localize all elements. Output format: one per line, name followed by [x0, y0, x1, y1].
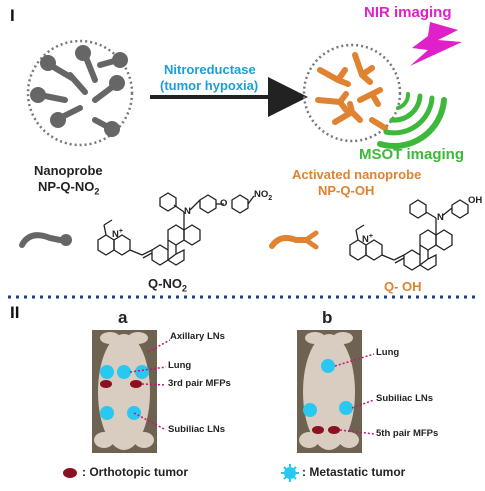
- leader-lines-a: [129, 339, 171, 431]
- label-subiliac-lns-b: Subiliac LNs: [376, 393, 434, 404]
- o-atom-left: O: [220, 198, 228, 209]
- metastatic-legend-icon: [281, 464, 299, 482]
- nplus-atom-left-text: N: [112, 229, 119, 241]
- nanoprobe-name-text: NP-Q-NO: [38, 179, 95, 194]
- panel-a-letter: a: [118, 308, 128, 327]
- nanoprobe-title: Nanoprobe: [34, 163, 103, 178]
- q-oh-structure: [349, 199, 469, 271]
- panel-b-letter: b: [322, 308, 333, 327]
- q-oh-label: Q- OH: [384, 279, 422, 294]
- activated-name: NP-Q-OH: [318, 183, 375, 198]
- orthotopic-marker: [328, 426, 340, 434]
- legend-metastatic: : Metastatic tumor: [302, 465, 406, 479]
- activated-title: Activated nanoprobe: [292, 167, 422, 182]
- orthotopic-marker: [312, 426, 324, 434]
- label-lung-a: Lung: [168, 360, 192, 371]
- legend-orthotopic: : Orthotopic tumor: [82, 465, 188, 479]
- no2-atom-label: NO2: [254, 189, 272, 202]
- nir-lightning-icon: [410, 22, 462, 66]
- metastasis-marker: [339, 401, 353, 415]
- nplus-atom-right-text: N: [362, 234, 369, 246]
- nplus-atom-left: N+: [112, 228, 123, 240]
- leader-lines-b: [334, 353, 375, 435]
- probe-icon: [19, 232, 72, 248]
- activated-nanoprobe-circle: [302, 43, 402, 143]
- label-axillary-lns: Axillary LNs: [170, 331, 225, 342]
- mouse-photo-a: [92, 330, 157, 453]
- q-no2-label: Q-NO2: [148, 276, 187, 294]
- q-no2-label-sub: 2: [181, 283, 187, 294]
- metastasis-marker: [135, 365, 149, 379]
- nir-imaging-label: NIR imaging: [364, 4, 452, 21]
- markers-b: [303, 359, 353, 434]
- no2-atom-sub: 2: [268, 194, 273, 202]
- no2-atom-text: NO: [254, 189, 269, 200]
- metastasis-marker: [321, 359, 335, 373]
- msot-imaging-label: MSOT imaging: [359, 146, 464, 163]
- metastasis-marker: [117, 365, 131, 379]
- label-subiliac-lns-a: Subiliac LNs: [168, 424, 226, 435]
- nplus-atom-left-sign: +: [118, 228, 123, 235]
- metastasis-marker: [100, 365, 114, 379]
- orthotopic-marker: [100, 380, 112, 388]
- label-5th-pair-mfps: 5th pair MFPs: [376, 428, 439, 439]
- nplus-atom-right: N+: [362, 233, 373, 245]
- metastasis-marker: [303, 403, 317, 417]
- section-label-1: I: [10, 6, 15, 25]
- q-no2-label-text: Q-NO: [148, 276, 182, 291]
- oh-atom-label: OH: [468, 195, 483, 206]
- metastasis-marker: [100, 406, 114, 420]
- label-3rd-pair-mfps: 3rd pair MFPs: [168, 378, 231, 389]
- nanoprobe-name: NP-Q-NO2: [38, 179, 99, 197]
- label-lung-b: Lung: [376, 347, 400, 358]
- msot-waves-icon: [377, 92, 447, 149]
- arrow-text-line1: Nitroreductase: [164, 62, 256, 77]
- nanoprobe-circle: [26, 39, 134, 147]
- nplus-atom-right-sign: +: [368, 233, 373, 240]
- n-atom-right: N: [437, 212, 444, 223]
- n-atom-left: N: [184, 206, 191, 217]
- q-no2-structure: [97, 192, 255, 266]
- section-label-2: II: [10, 303, 20, 322]
- nanoprobe-name-sub: 2: [94, 186, 100, 197]
- mouse-photo-b: [297, 330, 362, 453]
- orthotopic-legend-icon: [63, 468, 77, 478]
- activated-probe-icon: [269, 230, 319, 250]
- orthotopic-marker: [130, 380, 142, 388]
- arrow-text-line2: (tumor hypoxia): [160, 78, 259, 93]
